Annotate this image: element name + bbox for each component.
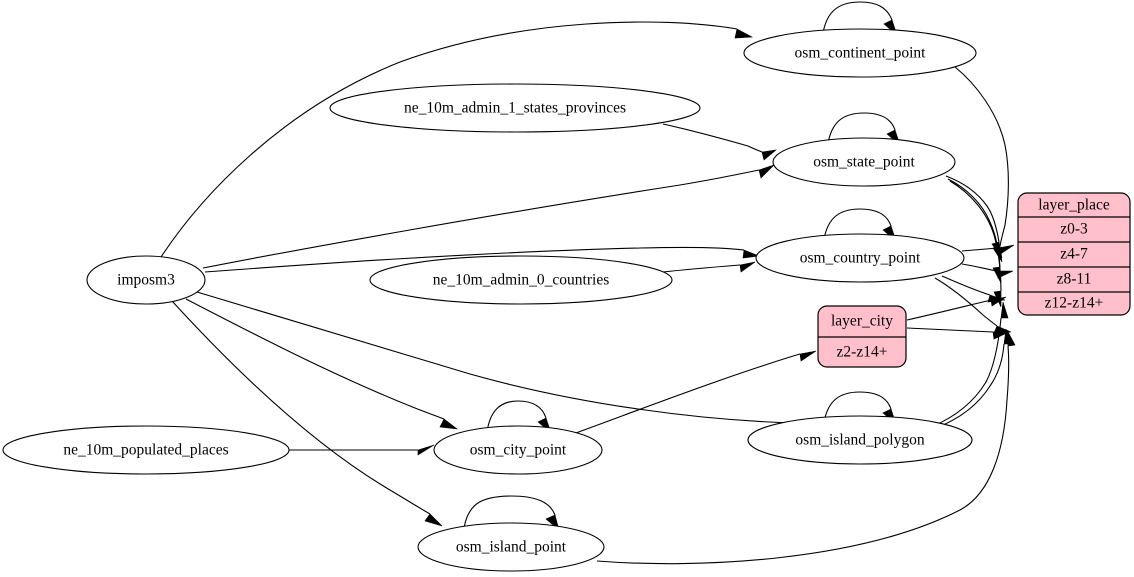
node-ne-10m-populated-places[interactable]: ne_10m_populated_places (2, 425, 290, 475)
node-label-osm-country-point: osm_country_point (800, 250, 921, 267)
node-label-osm-city-point: osm_city_point (470, 442, 567, 459)
edge-osm-country-point-to-layer-place-z4-7 (961, 263, 1014, 279)
edge-imposm3-to-osm-island-point (171, 300, 443, 527)
record-row-layer-place-z0-3[interactable]: z0-3 (1060, 221, 1088, 238)
node-osm-island-point[interactable]: osm_island_point (417, 522, 605, 572)
node-label-osm-island-point: osm_island_point (456, 539, 567, 556)
node-label-osm-continent-point: osm_continent_point (795, 45, 927, 62)
edge-osm-island-polygon-to-layer-place-z12-z14 (935, 328, 1012, 429)
node-layer: imposm3 ne_10m_admin_1_states_provinces … (2, 28, 1131, 572)
node-layer-place[interactable]: layer_place z0-3 z4-7 z8-11 z12-z14+ (1017, 192, 1131, 316)
edge-osm-city-point-to-layer-city (572, 350, 817, 435)
edge-imposm3-to-osm-continent-point (160, 21, 754, 258)
node-layer-city[interactable]: layer_city z2-z14+ (817, 305, 907, 368)
edge-osm-continent-point-to-layer-place-z0-3 (954, 66, 1009, 263)
edge-layer-city-to-layer-place-z12-z14 (906, 327, 1010, 340)
edge-ne-states-to-osm-state-point (662, 123, 778, 161)
edge-layer-city-to-layer-place-z8-11 (906, 296, 1007, 321)
node-osm-island-polygon[interactable]: osm_island_polygon (747, 415, 973, 465)
record-row-layer-place-title: layer_place (1038, 197, 1110, 214)
node-label-osm-island-polygon: osm_island_polygon (795, 432, 924, 449)
node-ne-10m-admin-1-states-provinces[interactable]: ne_10m_admin_1_states_provinces (329, 83, 701, 133)
edge-osm-country-point-to-layer-place-z0-3 (961, 244, 1015, 256)
node-label-osm-state-point: osm_state_point (813, 154, 915, 171)
edge-imposm3-to-osm-country-point (204, 246, 760, 273)
edge-layer (160, 1, 1016, 565)
node-imposm3[interactable]: imposm3 (86, 255, 206, 305)
record-row-layer-city-title: layer_city (831, 313, 893, 330)
record-row-layer-place-z8-11[interactable]: z8-11 (1057, 271, 1092, 288)
node-label-ne-places: ne_10m_populated_places (63, 442, 228, 459)
edge-osm-island-point-to-layer-place-z12-z14 (596, 329, 1016, 565)
node-ne-10m-admin-0-countries[interactable]: ne_10m_admin_0_countries (369, 255, 673, 305)
node-label-ne-states: ne_10m_admin_1_states_provinces (404, 100, 626, 117)
edge-ne-countries-to-osm-country-point (662, 261, 756, 273)
edge-imposm3-to-osm-island-polygon (196, 291, 811, 433)
node-osm-continent-point[interactable]: osm_continent_point (743, 28, 977, 78)
node-osm-state-point[interactable]: osm_state_point (772, 137, 956, 187)
edge-ne-places-to-osm-city-point (289, 444, 435, 456)
edge-imposm3-to-osm-state-point (202, 164, 775, 269)
record-row-layer-city-z2-z14[interactable]: z2-z14+ (837, 344, 888, 361)
edge-osm-state-point-to-layer-place-z0-3 (945, 175, 1003, 259)
record-row-layer-place-z12-z14[interactable]: z12-z14+ (1045, 295, 1104, 312)
node-label-imposm3: imposm3 (117, 272, 175, 289)
edge-osm-island-polygon-to-layer-place-z8-11 (932, 301, 1009, 427)
node-osm-city-point[interactable]: osm_city_point (433, 425, 603, 475)
edge-osm-country-point-to-layer-place-z12-z14 (934, 277, 1012, 334)
record-row-layer-place-z4-7[interactable]: z4-7 (1060, 246, 1088, 263)
edge-imposm3-to-osm-city-point (185, 298, 459, 430)
node-osm-country-point[interactable]: osm_country_point (755, 233, 965, 283)
node-label-ne-countries: ne_10m_admin_0_countries (433, 272, 610, 289)
